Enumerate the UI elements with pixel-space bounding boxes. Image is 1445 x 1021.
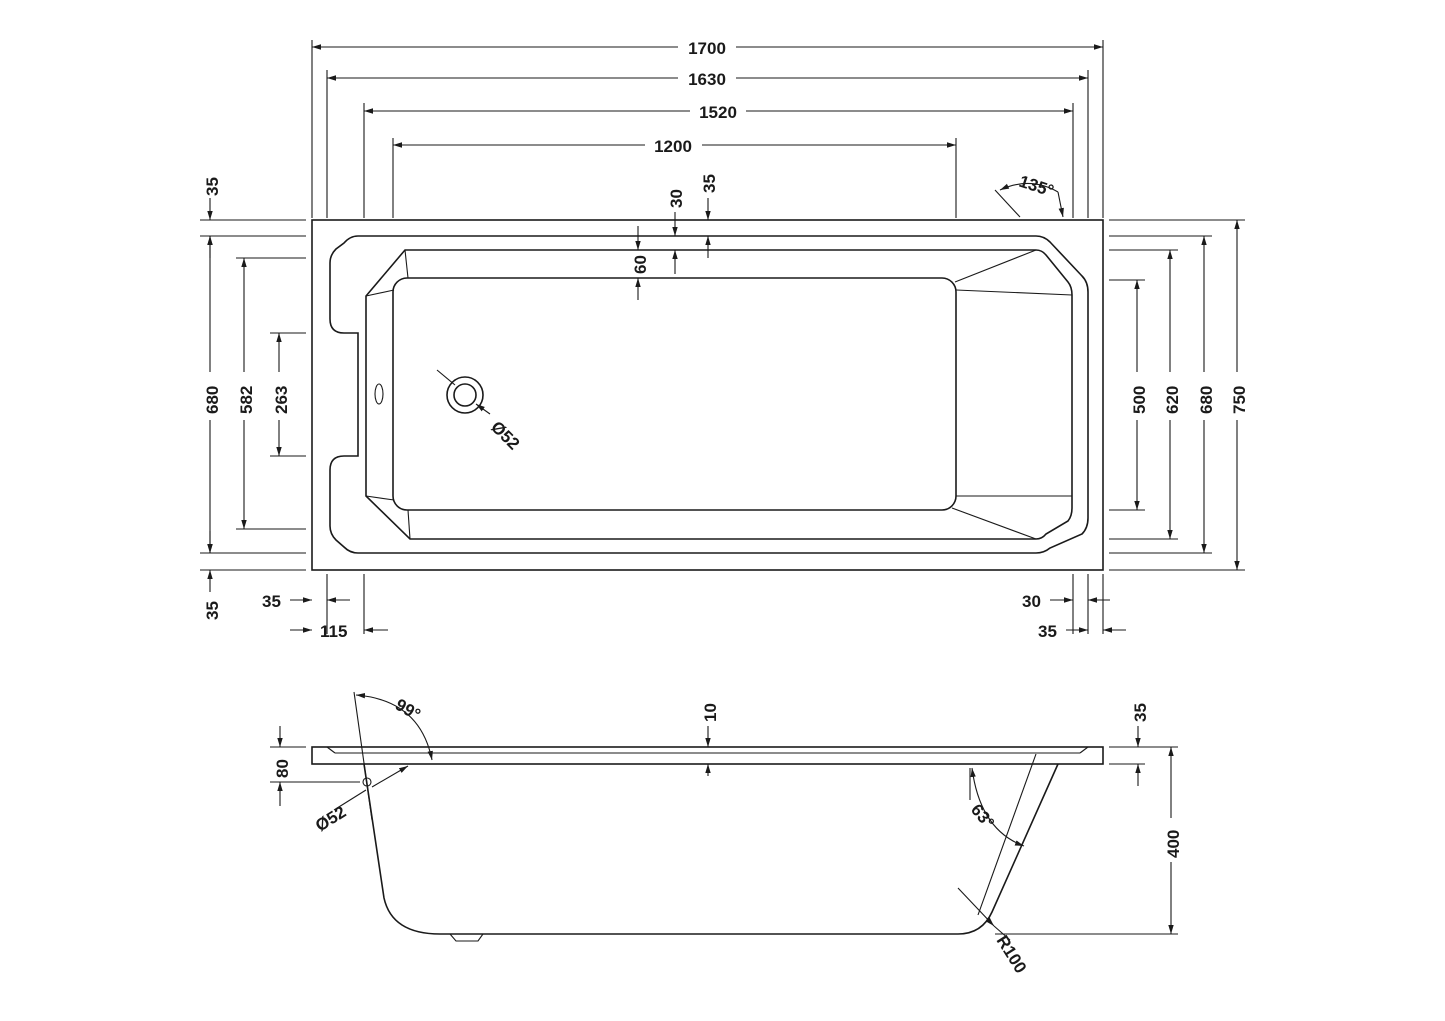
dim-582: 582 bbox=[237, 386, 256, 414]
dim-60: 60 bbox=[631, 255, 650, 274]
waste-outlet-outer bbox=[446, 376, 484, 414]
dim-10-rim: 10 bbox=[701, 703, 720, 722]
bath-outer-rim bbox=[311, 219, 1104, 571]
angle-63: 63° bbox=[967, 800, 998, 832]
dim-35-left-top: 35 bbox=[203, 177, 222, 196]
plan-view: Ø52 1700 1630 1520 1200 30 35 bbox=[200, 36, 1249, 641]
elevation-view: 99° 10 35 400 80 Ø52 63° R100 bbox=[270, 691, 1183, 977]
bath-inner-lip bbox=[329, 235, 1089, 554]
dim-680-right: 680 bbox=[1197, 386, 1216, 414]
bath-bowl bbox=[365, 249, 1073, 540]
dim-35-bottom-right: 35 bbox=[1038, 622, 1057, 641]
angle-135: 135° bbox=[1017, 172, 1057, 201]
dim-400: 400 bbox=[1164, 830, 1183, 858]
dim-30-bottom-right: 30 bbox=[1022, 592, 1041, 611]
angle-99: 99° bbox=[392, 695, 424, 724]
dim-1520: 1520 bbox=[699, 103, 737, 122]
dim-680-left: 680 bbox=[203, 386, 222, 414]
dim-500: 500 bbox=[1130, 386, 1149, 414]
dim-1700: 1700 bbox=[688, 39, 726, 58]
dim-620: 620 bbox=[1163, 386, 1182, 414]
bath-floor bbox=[392, 277, 957, 511]
dim-35-bottom-left: 35 bbox=[262, 592, 281, 611]
dim-80: 80 bbox=[273, 759, 292, 778]
dim-35-left-bottom: 35 bbox=[203, 601, 222, 620]
waste-diameter-label: Ø52 bbox=[487, 417, 523, 453]
dim-263: 263 bbox=[272, 386, 291, 414]
dim-35-top: 35 bbox=[700, 174, 719, 193]
dim-35-rim-right: 35 bbox=[1131, 703, 1150, 722]
waste-outlet-inner bbox=[453, 383, 477, 407]
dim-30-top: 30 bbox=[667, 189, 686, 208]
radius-100: R100 bbox=[993, 932, 1031, 977]
dim-1200: 1200 bbox=[654, 137, 692, 156]
dim-115: 115 bbox=[320, 622, 347, 641]
overflow-diameter-label: Ø52 bbox=[312, 802, 349, 835]
dim-750: 750 bbox=[1230, 386, 1249, 414]
bath-body-side bbox=[363, 763, 1059, 935]
overflow-hole bbox=[374, 383, 384, 405]
dim-1630: 1630 bbox=[688, 70, 726, 89]
bath-foot bbox=[449, 933, 484, 942]
